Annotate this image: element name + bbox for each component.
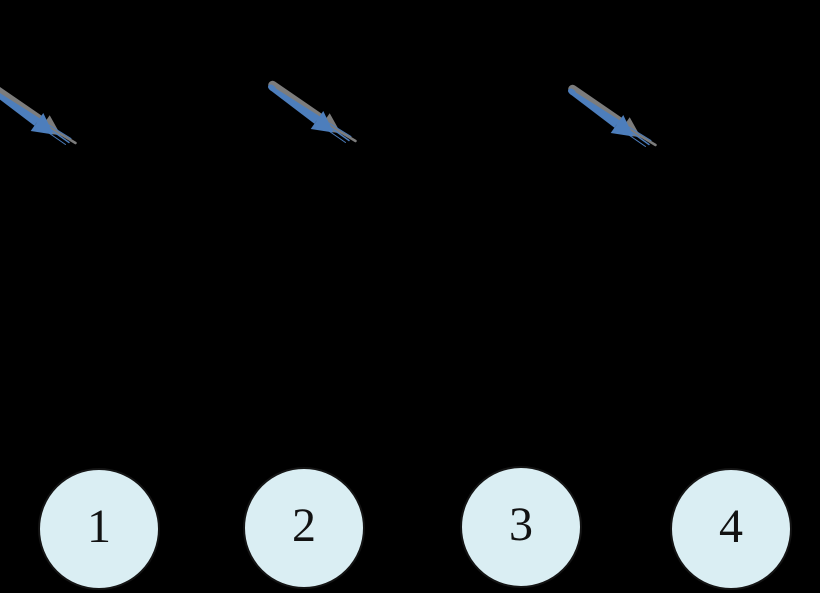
diagram-node-2: 2: [243, 467, 365, 589]
down-right-arrow-icon: [0, 82, 87, 152]
diagram-node-3: 3: [460, 466, 582, 588]
node-label: 2: [292, 499, 316, 552]
diagram-node-1: 1: [38, 468, 160, 590]
diagram-node-4: 4: [670, 468, 792, 590]
node-label: 4: [719, 500, 743, 553]
down-right-arrow-icon: [267, 80, 367, 150]
down-right-arrow-icon: [567, 84, 667, 154]
node-label: 3: [509, 498, 533, 551]
node-label: 1: [87, 500, 111, 553]
